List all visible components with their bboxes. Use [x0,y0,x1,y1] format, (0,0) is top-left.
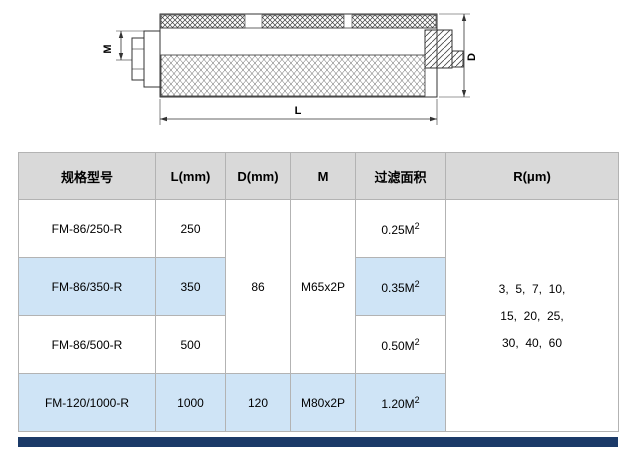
right-end-cap [424,29,453,69]
top-hatch-segment [261,14,345,29]
area-value: 0.25M [381,222,415,237]
cell-d-mm: 120 [225,373,291,432]
spec-table: 规格型号 L(mm) D(mm) M 过滤面积 R(μm) FM-86/250-… [18,152,619,432]
top-hatch-segment [351,14,437,29]
cell-r-merged: 3, 5, 7, 10, 15, 20, 25, 30, 40, 60 [445,199,619,432]
cell-model: FM-86/350-R [18,257,156,316]
area-superscript: 2 [414,278,420,289]
dim-label-l: L [295,105,302,117]
cell-l-mm: 1000 [155,373,226,432]
cell-l-mm: 500 [155,315,226,374]
header-d-mm: D(mm) [225,152,291,200]
area-value: 1.20M [381,396,415,411]
dim-arrow [461,90,467,97]
area-value: 0.50M [381,338,415,353]
cell-m: M80x2P [290,373,356,432]
right-end-nub [451,50,464,68]
cell-model: FM-86/500-R [18,315,156,374]
table-row: FM-86/500-R 500 0.50M2 [18,315,619,374]
technical-drawing-svg: M D L [102,13,478,125]
area-superscript: 2 [414,336,420,347]
dim-arrow [118,53,124,60]
cell-d-merged: 86 [225,199,291,374]
dim-arrow [430,116,437,122]
table-row: FM-120/1000-R 1000 120 M80x2P 1.20M2 [18,373,619,432]
cell-filter-area: 0.35M2 [355,257,446,316]
table-row: FM-86/250-R 250 86 M65x2P 0.25M2 3, 5, 7… [18,199,619,432]
area-value: 0.35M [381,280,415,295]
dim-arrow [461,14,467,21]
cell-filter-area: 1.20M2 [355,373,446,432]
cell-l-mm: 250 [155,199,226,258]
area-superscript: 2 [414,220,420,231]
r-values-line: 30, 40, 60 [501,335,563,350]
dim-arrow [160,116,167,122]
r-values-line: 3, 5, 7, 10, [498,281,566,296]
pleated-mesh-element [160,54,426,97]
table-header-row: 规格型号 L(mm) D(mm) M 过滤面积 R(μm) [18,152,619,200]
header-r-um: R(μm) [445,152,619,200]
cell-filter-area: 0.50M2 [355,315,446,374]
top-hatch-segment [160,14,246,29]
dim-label-d: D [466,53,478,61]
area-superscript: 2 [414,394,420,405]
bottom-accent-bar [18,437,618,447]
dim-arrow [118,31,124,38]
cell-filter-area: 0.25M2 [355,199,446,258]
cell-model: FM-86/250-R [18,199,156,258]
header-l-mm: L(mm) [155,152,226,200]
header-filter-area: 过滤面积 [355,152,446,200]
table-row: FM-86/350-R 350 0.35M2 [18,257,619,316]
r-values-line: 15, 20, 25, [500,308,564,323]
cell-model: FM-120/1000-R [18,373,156,432]
header-model: 规格型号 [18,152,156,200]
left-fitting-flange [143,30,161,88]
dim-label-m: M [102,44,114,53]
filter-technical-drawing: M D L [0,0,635,150]
cell-l-mm: 350 [155,257,226,316]
left-fitting-nozzle [131,37,145,81]
header-m: M [290,152,356,200]
cell-m-merged: M65x2P [290,199,356,374]
